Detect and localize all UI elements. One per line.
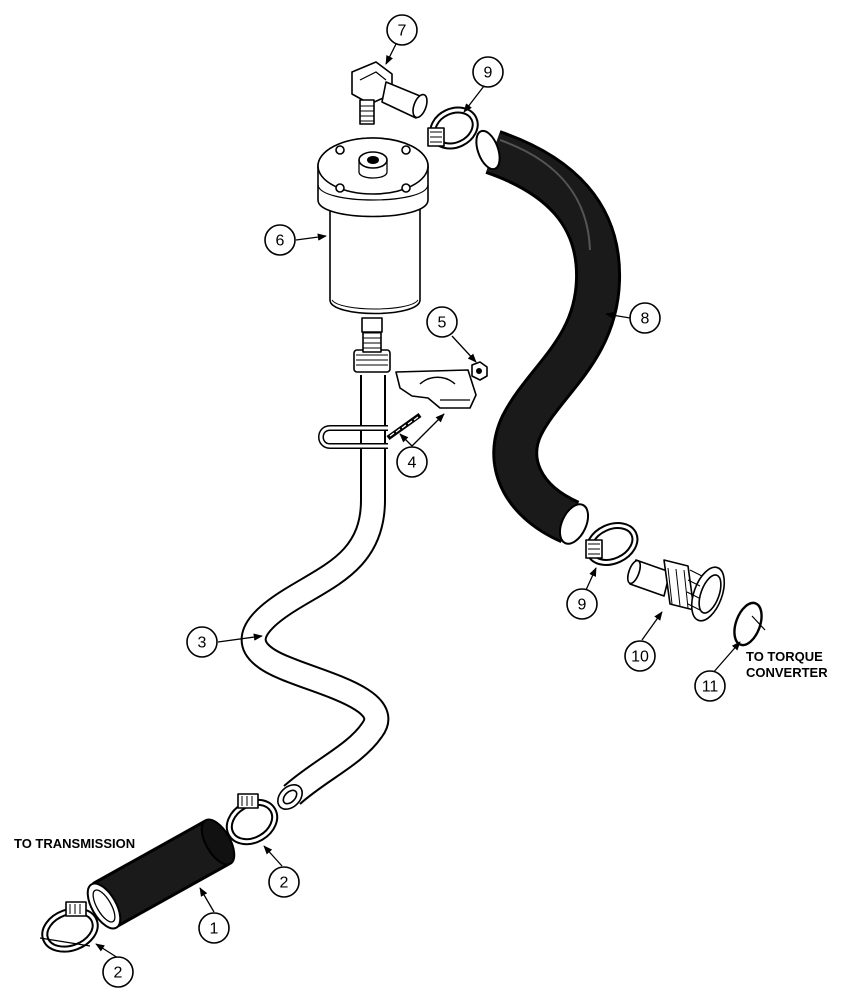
svg-text:9: 9 (578, 597, 587, 614)
callout-2-middle: 2 (268, 866, 300, 898)
svg-text:3: 3 (198, 635, 207, 652)
bracket-part-4 (318, 369, 477, 449)
leader-lines (95, 39, 741, 959)
label-to-torque-line1: TO TORQUE (746, 649, 823, 664)
clamp-part-9-bottom (585, 522, 639, 566)
label-to-transmission: TO TRANSMISSION (14, 836, 135, 851)
hose-part-1 (86, 818, 236, 930)
callout-8: 8 (629, 302, 661, 334)
callout-11: 11 (694, 670, 726, 702)
callout-7: 7 (386, 14, 418, 46)
svg-text:6: 6 (276, 233, 285, 250)
callout-9-top: 9 (472, 56, 504, 88)
svg-text:2: 2 (280, 875, 289, 892)
clamp-part-2-middle (225, 793, 279, 846)
filter-part-6 (317, 137, 429, 333)
nut-part-5 (471, 361, 488, 381)
callout-2-bottom: 2 (102, 956, 134, 988)
clamp-part-9-top (427, 106, 479, 150)
svg-text:9: 9 (484, 65, 493, 82)
svg-text:11: 11 (702, 679, 719, 696)
svg-text:1: 1 (210, 921, 219, 938)
oring-part-11 (733, 601, 766, 647)
svg-text:8: 8 (641, 311, 650, 328)
label-to-torque-line2: CONVERTER (746, 665, 828, 680)
svg-text:4: 4 (408, 455, 417, 472)
svg-text:7: 7 (398, 23, 407, 40)
callout-4: 4 (396, 446, 428, 478)
callout-3: 3 (186, 626, 218, 658)
callout-9-bottom: 9 (566, 588, 598, 620)
elbow-part-7 (351, 61, 428, 125)
callout-10: 10 (624, 640, 656, 672)
svg-text:10: 10 (631, 649, 649, 666)
hose-part-8 (475, 129, 622, 545)
callout-5: 5 (426, 306, 458, 338)
clamp-part-2-bottom (39, 901, 99, 953)
callout-6: 6 (264, 224, 296, 256)
svg-text:5: 5 (438, 315, 447, 332)
adapter-part-10 (626, 559, 726, 622)
callout-1: 1 (198, 912, 230, 944)
svg-text:2: 2 (114, 965, 123, 982)
tube-part-3 (240, 327, 391, 810)
